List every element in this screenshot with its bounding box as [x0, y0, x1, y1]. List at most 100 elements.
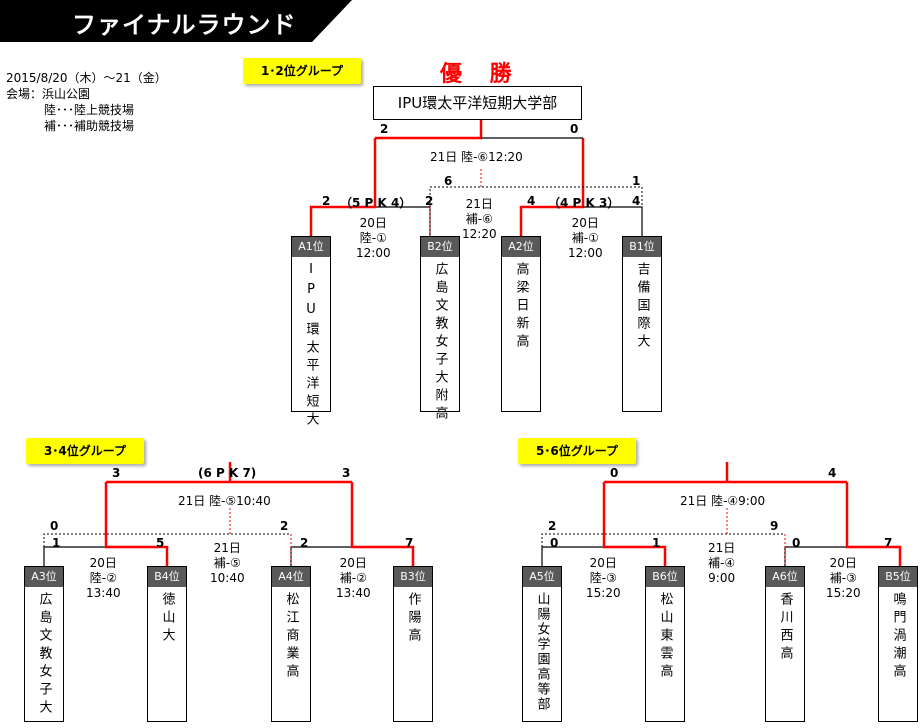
team-card-b4: B4位 徳山大 — [147, 566, 187, 722]
g56-final-score-left: 0 — [610, 466, 619, 480]
g56-semi-right-match: 20日 補-③ 15:20 — [826, 556, 861, 601]
g34-semi-right-winner — [350, 482, 415, 566]
g34-semi-left-time: 13:40 — [86, 586, 121, 600]
g56-semi-right-winner — [845, 482, 902, 566]
team-name: 徳山大 — [159, 592, 175, 646]
g34-third-dotted — [43, 533, 292, 547]
team-seed: B1位 — [623, 237, 661, 257]
g56-semi-left-winner — [602, 482, 667, 566]
g34-third-field: 補-⑤ — [213, 556, 241, 570]
page-title: ファイナルラウンド — [72, 11, 297, 39]
g56-final-score-right: 4 — [828, 466, 837, 480]
g12-third-field: 補-⑥ — [465, 212, 493, 226]
team-name: 鳴門渦潮高 — [890, 592, 906, 682]
g12-semi-right-winner — [519, 138, 585, 236]
event-venue: 会場：浜山公園 — [6, 87, 91, 101]
g34-third-score-right: 2 — [280, 519, 289, 533]
champion-box: IPU環太平洋短期大学部 — [373, 86, 582, 120]
g12-semi-left-pk: （5 P K 4） — [340, 196, 412, 210]
g34-semi-right-score-right: 7 — [405, 536, 414, 550]
team-name: IPU環太平洋短大 — [303, 262, 319, 430]
g34-semi-left-day: 20日 — [89, 556, 117, 570]
g12-semi-left-score-right: 2 — [425, 194, 434, 208]
g12-final-score-left: 2 — [380, 122, 389, 136]
g56-semi-left-field: 陸-③ — [589, 571, 617, 585]
team-seed: A3位 — [25, 567, 63, 587]
team-seed: A5位 — [523, 567, 561, 587]
group34-label: 3･4位グループ — [26, 438, 144, 464]
g12-semi-left-match: 20日 陸-① 12:00 — [356, 216, 391, 261]
team-seed: B2位 — [421, 237, 459, 257]
g56-semi-left-match: 20日 陸-③ 15:20 — [586, 556, 621, 601]
team-seed: A2位 — [502, 237, 540, 257]
team-seed: B4位 — [148, 567, 186, 587]
g12-third-day: 21日 — [465, 197, 493, 211]
group12-lines — [309, 120, 643, 236]
team-card-a5: A5位 山陽女学園高等部 — [522, 566, 562, 722]
venue-sub-legend: 補･･･補助競技場 — [44, 119, 135, 133]
g34-final-match: 21日 陸-⑤10:40 — [178, 494, 271, 508]
group34-lines — [43, 462, 415, 566]
team-name: 松山東雲高 — [657, 592, 673, 682]
team-card-a3: A3位 広島文教女子大 — [24, 566, 64, 722]
g12-third-dotted — [429, 186, 643, 207]
team-seed: A1位 — [292, 237, 330, 257]
g34-third-match: 21日 補-⑤ 10:40 — [210, 541, 245, 586]
team-name: 香川西高 — [777, 592, 793, 664]
team-seed: B3位 — [394, 567, 432, 587]
g34-semi-left-winner — [104, 482, 169, 566]
g12-third-score-right: 1 — [632, 174, 641, 188]
g34-semi-right-field: 補-② — [339, 571, 367, 585]
g12-final-match: 21日 陸-⑥12:20 — [430, 150, 523, 164]
team-card-b6: B6位 松山東雲高 — [645, 566, 685, 722]
champion-label: 優 勝 — [440, 62, 522, 87]
team-seed: A4位 — [272, 567, 310, 587]
g34-final-pk: (6 P K 7) — [198, 466, 257, 480]
g12-semi-right-pk: （4 P K 3） — [548, 196, 620, 210]
g12-third-time: 12:20 — [462, 227, 497, 241]
g12-semi-right-match: 20日 補-① 12:00 — [568, 216, 603, 261]
team-name: 作陽高 — [405, 592, 421, 646]
team-name: 高梁日新高 — [513, 262, 529, 352]
group56-lines — [541, 462, 902, 566]
g34-semi-right-score-left: 2 — [300, 536, 309, 550]
g34-third-time: 10:40 — [210, 571, 245, 585]
g56-semi-right-time: 15:20 — [826, 586, 861, 600]
header-banner — [0, 0, 352, 42]
team-seed: B5位 — [879, 567, 917, 587]
g34-semi-right-day: 20日 — [339, 556, 367, 570]
g12-semi-left-time: 12:00 — [356, 246, 391, 260]
team-seed: A6位 — [766, 567, 804, 587]
g12-semi-right-loser — [583, 206, 643, 236]
team-name: 松江商業高 — [283, 592, 299, 682]
g56-semi-left-score-left: 0 — [550, 536, 559, 550]
g34-semi-left-match: 20日 陸-② 13:40 — [86, 556, 121, 601]
g56-semi-left-day: 20日 — [589, 556, 617, 570]
g56-third-score-right: 9 — [770, 519, 779, 533]
g34-semi-left-field: 陸-② — [89, 571, 117, 585]
g34-semi-right-time: 13:40 — [336, 586, 371, 600]
team-card-b2: B2位 広島文教女子大附高 — [420, 236, 460, 424]
team-card-a1: A1位 IPU環太平洋短大 — [291, 236, 331, 430]
team-name: 広島文教女子大 — [36, 592, 52, 718]
g12-semi-right-time: 12:00 — [568, 246, 603, 260]
event-dates: 2015/8/20（木）～21（金） — [6, 71, 167, 85]
g34-third-score-left: 0 — [50, 519, 59, 533]
g56-third-day: 21日 — [708, 541, 736, 555]
g56-semi-right-field: 補-③ — [829, 571, 857, 585]
g12-third-match: 21日 補-⑥ 12:20 — [462, 197, 497, 242]
g56-third-score-left: 2 — [548, 519, 557, 533]
g56-third-time: 9:00 — [708, 571, 736, 585]
g56-third-dotted — [541, 533, 786, 547]
g12-semi-left-score-left: 2 — [322, 194, 331, 208]
g12-semi-left-field: 陸-① — [359, 231, 387, 245]
venue-main-legend: 陸･･･陸上競技場 — [44, 103, 135, 117]
g12-semi-right-day: 20日 — [571, 216, 599, 230]
g12-semi-left-winner — [309, 138, 377, 236]
g56-third-field: 補-④ — [708, 556, 736, 570]
g34-semi-right-match: 20日 補-② 13:40 — [336, 556, 371, 601]
g12-semi-left-day: 20日 — [359, 216, 387, 230]
team-card-a6: A6位 香川西高 — [765, 566, 805, 722]
g12-final-score-right: 0 — [570, 122, 579, 136]
g34-third-day: 21日 — [213, 541, 241, 555]
